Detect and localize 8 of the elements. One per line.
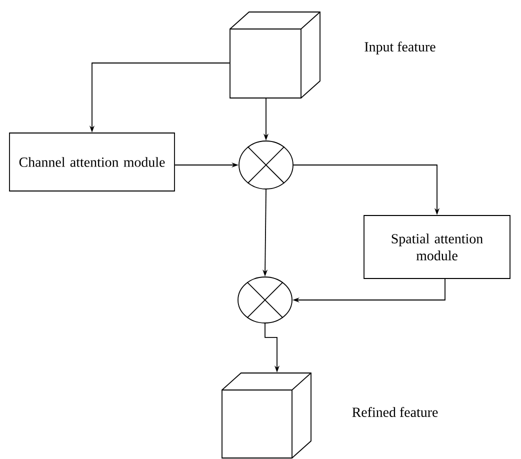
multiply-circle <box>238 276 292 324</box>
feature-label: Refined feature <box>352 407 438 417</box>
cube-drawing <box>230 12 320 98</box>
feature-label: Input feature <box>364 42 436 54</box>
cube-drawing <box>222 372 312 458</box>
module-box: Channel attention module <box>9 132 175 192</box>
multiply-circle <box>238 140 294 190</box>
module-box: Spatial attention module <box>364 215 510 279</box>
